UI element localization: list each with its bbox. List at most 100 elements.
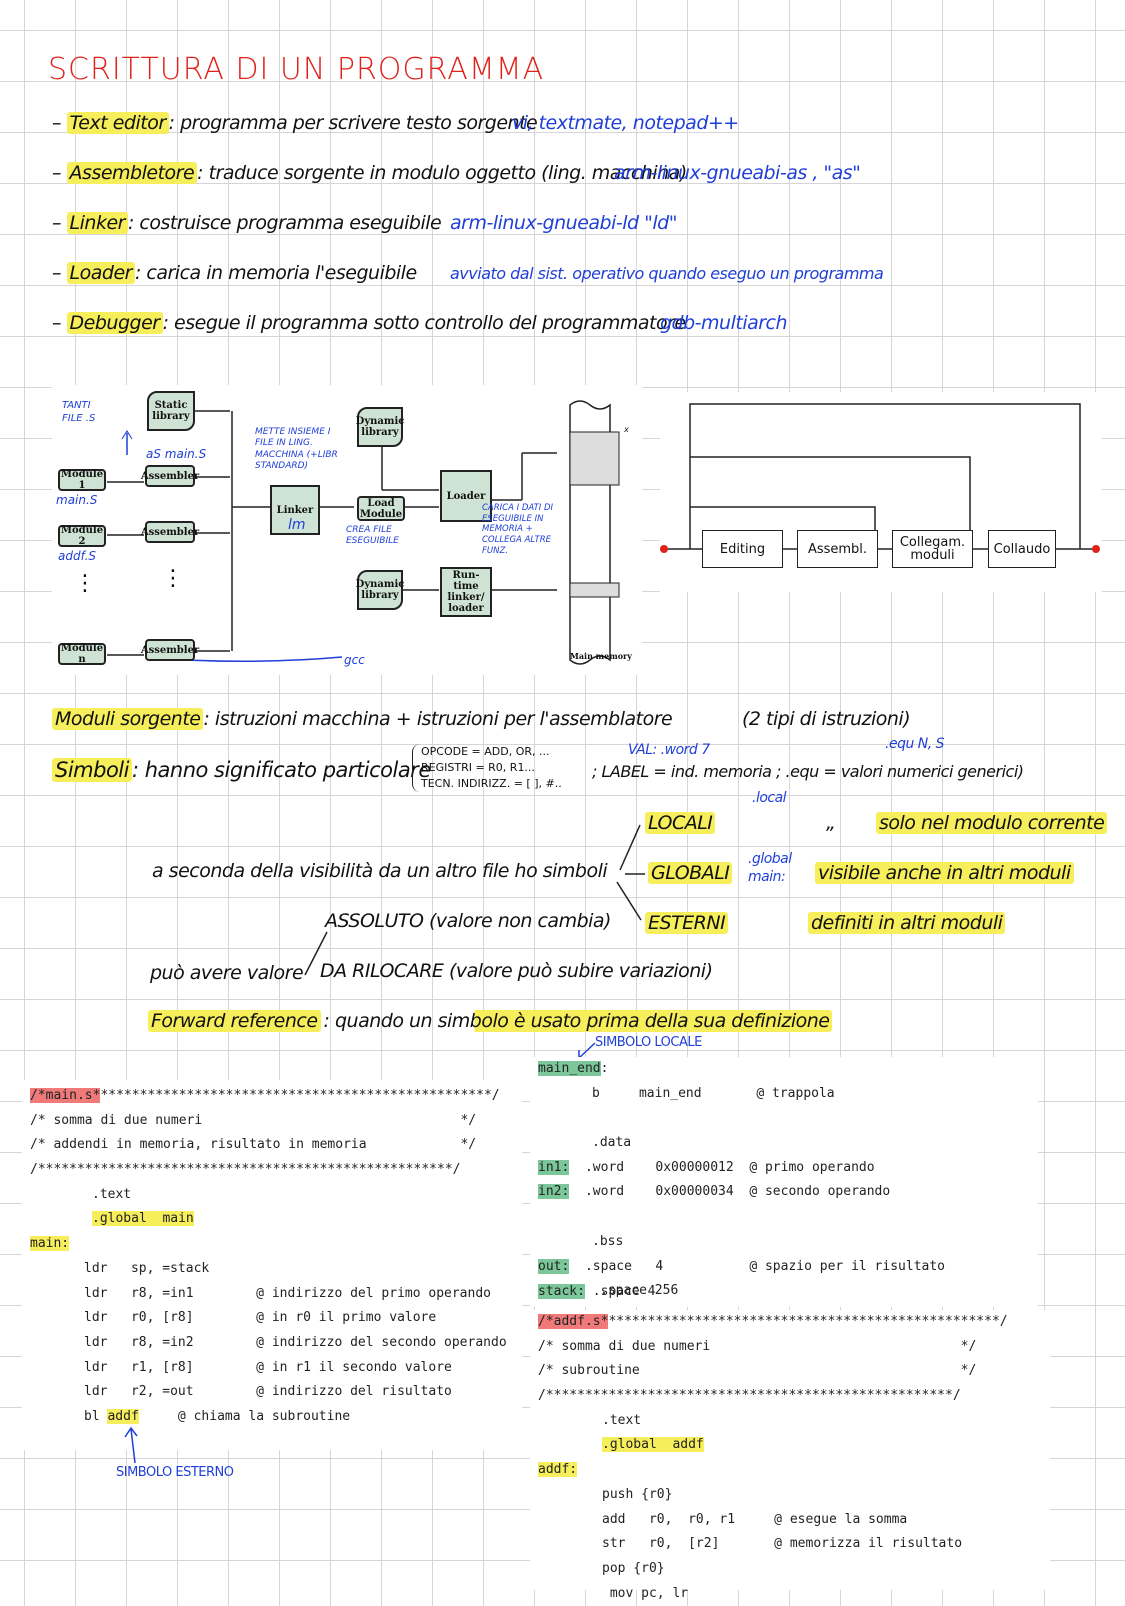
tool-note: arm-linux-gnueabi-as , "as" (614, 162, 861, 184)
forward-reference-line: Forward reference: quando un simbolo è u… (148, 1010, 833, 1032)
esterni-desc: definiti in altri moduli (808, 912, 1006, 934)
assoluto-text: ASSOLUTO (valore non cambia) (325, 910, 611, 932)
module-n: Module n (58, 643, 106, 665)
code-line: b main_end @ trappola (592, 1085, 835, 1101)
visibilita-text: a seconda della visibilità da un altro f… (152, 860, 608, 882)
assembler-2: Assembler (141, 521, 199, 543)
code-label: main: (30, 1236, 70, 1252)
code-comment: /* somma di due numeri */ (30, 1112, 477, 1128)
code-line: push {r0} (602, 1486, 673, 1502)
ellipsis: ⋮ (162, 566, 184, 591)
code-line: .bss (592, 1233, 624, 1249)
locali-label: LOCALI (645, 812, 716, 834)
moduli-paren: (2 tipi di istruzioni) (742, 708, 911, 730)
tool-item: – Assembletore: traduce sorgente in modu… (52, 162, 687, 184)
puo-avere-text: può avere valore (150, 962, 304, 984)
rilocare-text: DA RILOCARE (valore può subire variazion… (320, 960, 713, 982)
code-addf-s: /*addf.s********************************… (530, 1310, 1050, 1601)
tool-item: – Loader: carica in memoria l'eseguibile (52, 262, 417, 284)
code-stack-line: stack: .space 4 (530, 1280, 1038, 1306)
diagram-arrows (107, 400, 620, 665)
main-memory-label: Main memory (570, 651, 632, 661)
note-lm: lm (288, 517, 306, 533)
ellipsis: ⋮ (74, 571, 96, 596)
valore-branch (304, 931, 328, 976)
code-comment: /* subroutine */ (538, 1363, 977, 1379)
loader-box: Loader (440, 470, 492, 522)
code-line: .data (592, 1135, 632, 1151)
global-main-note: .global main: (748, 851, 792, 885)
code-line: mov pc, lr (602, 1585, 689, 1601)
module-2: Module 2 (58, 525, 106, 547)
code-line: stack: .space 4 (538, 1284, 656, 1299)
load-module: Load Module (357, 496, 405, 521)
flow-arrows (660, 403, 1100, 553)
tool-note: arm-linux-gnueabi-ld "ld" (450, 212, 677, 234)
local-note: .local (752, 790, 787, 806)
code-label: addf: (538, 1462, 578, 1478)
tool-item: – Text editor: programma per scrivere te… (52, 112, 538, 134)
tool-note: vi, textmate, notepad++ (512, 112, 739, 134)
ditto-mark: „ (826, 812, 836, 834)
locali-desc: solo nel modulo corrente (876, 812, 1108, 834)
runtime-linker-loader: Run-time linker/ loader (440, 567, 492, 617)
code-line: in1: .word 0x00000012 @ primo operando (538, 1159, 875, 1175)
code-comment: /* addendi in memoria, risultato in memo… (30, 1137, 477, 1153)
note-crea-eseguibile: CREA FILE ESEGUIBILE (346, 525, 399, 547)
label-equ-text: ; LABEL = ind. memoria ; .equ = valori n… (592, 762, 1024, 781)
tool-item: – Linker: costruisce programma eseguibil… (52, 212, 442, 234)
assembler-n: Assembler (141, 639, 199, 661)
note-tanti-file: TANTI FILE .S (62, 400, 96, 424)
code-line: ldr r0, [r8] @ in r0 il primo valore (84, 1310, 437, 1326)
globali-label: GLOBALI (648, 862, 733, 884)
code-line: .text (602, 1412, 642, 1428)
tecn-text: TECN. INDIRIZZ. = [ ], #.. (421, 777, 562, 790)
note-carica-dati: CARICA I DATI DI ESEGUIBILE IN MEMORIA +… (482, 503, 554, 556)
code-line: .global main (92, 1211, 194, 1227)
module-1: Module 1 (58, 469, 106, 491)
code-line: ldr r8, =in1 @ indirizzo del primo opera… (84, 1285, 491, 1301)
build-diagram: Static library Module 1 Module 2 Module … (52, 385, 642, 675)
code-comment: /***************************************… (538, 1388, 961, 1404)
code-line: out: .space 4 @ spazio per il risultato (538, 1258, 945, 1274)
code-comment: /* somma di due numeri */ (538, 1338, 977, 1354)
tool-note: gdb-multiarch (660, 312, 788, 334)
branch-lines (616, 824, 645, 921)
code-line: in2: .word 0x00000034 @ secondo operando (538, 1184, 891, 1200)
flow-step-editing: Editing (702, 530, 783, 568)
code-line: bl addf @ chiama la subroutine (84, 1408, 351, 1424)
code-line: ldr r2, =out @ indirizzo del risultato (84, 1384, 452, 1400)
note-addf-s: addf.S (58, 549, 97, 563)
linker-box: Linker (270, 485, 320, 535)
globali-desc: visibile anche in altri moduli (815, 862, 1074, 884)
page-title: SCRITTURA DI UN PROGRAMMA (48, 52, 545, 87)
note-as-main: aS main.S (146, 447, 207, 461)
equ-note: .equ N, S (885, 736, 945, 752)
code-data-section: main_end: b main_end @ trappola .data in… (530, 1057, 1038, 1307)
note-gcc: gcc (344, 653, 365, 667)
code-line: add r0, r0, r1 @ esegue la somma (602, 1511, 908, 1527)
val-word-note: VAL: .word 7 (628, 742, 710, 758)
simboli-line: Simboli: hanno significato particolare (52, 758, 431, 782)
dynamic-library: Dynamic library (356, 407, 404, 447)
static-library: Static library (147, 391, 195, 431)
code-line: str r0, [r2] @ memorizza il risultato (602, 1536, 963, 1552)
code-line: ldr sp, =stack (84, 1260, 210, 1276)
opcode-text: OPCODE = ADD, OR, ... (421, 745, 550, 758)
code-line: .text (92, 1186, 132, 1202)
tool-item: – Debugger: esegue il programma sotto co… (52, 312, 686, 334)
dev-cycle-flow: Editing Assembl. Collegam. moduli Collau… (660, 392, 1102, 592)
arrow-icon (124, 1426, 138, 1464)
registri-text: REGISTRI = R0, R1... (421, 761, 535, 774)
code-main-s: /*main.s********************************… (22, 1080, 522, 1450)
esterni-label: ESTERNI (645, 912, 729, 934)
code-header: /*main.s********************************… (30, 1088, 500, 1103)
flow-step-assembl: Assembl. (797, 530, 878, 568)
code-line: ldr r1, [r8] @ in r1 il secondo valore (84, 1359, 452, 1375)
code-line: pop {r0} (602, 1560, 665, 1576)
assembler-1: Assembler (141, 465, 199, 487)
simbolo-locale-note: SIMBOLO LOCALE (595, 1035, 702, 1050)
code-line: ldr r8, =in2 @ indirizzo del secondo ope… (84, 1334, 507, 1350)
code-line: .space 256 (600, 1283, 679, 1299)
memory-x-label: x (624, 425, 629, 434)
